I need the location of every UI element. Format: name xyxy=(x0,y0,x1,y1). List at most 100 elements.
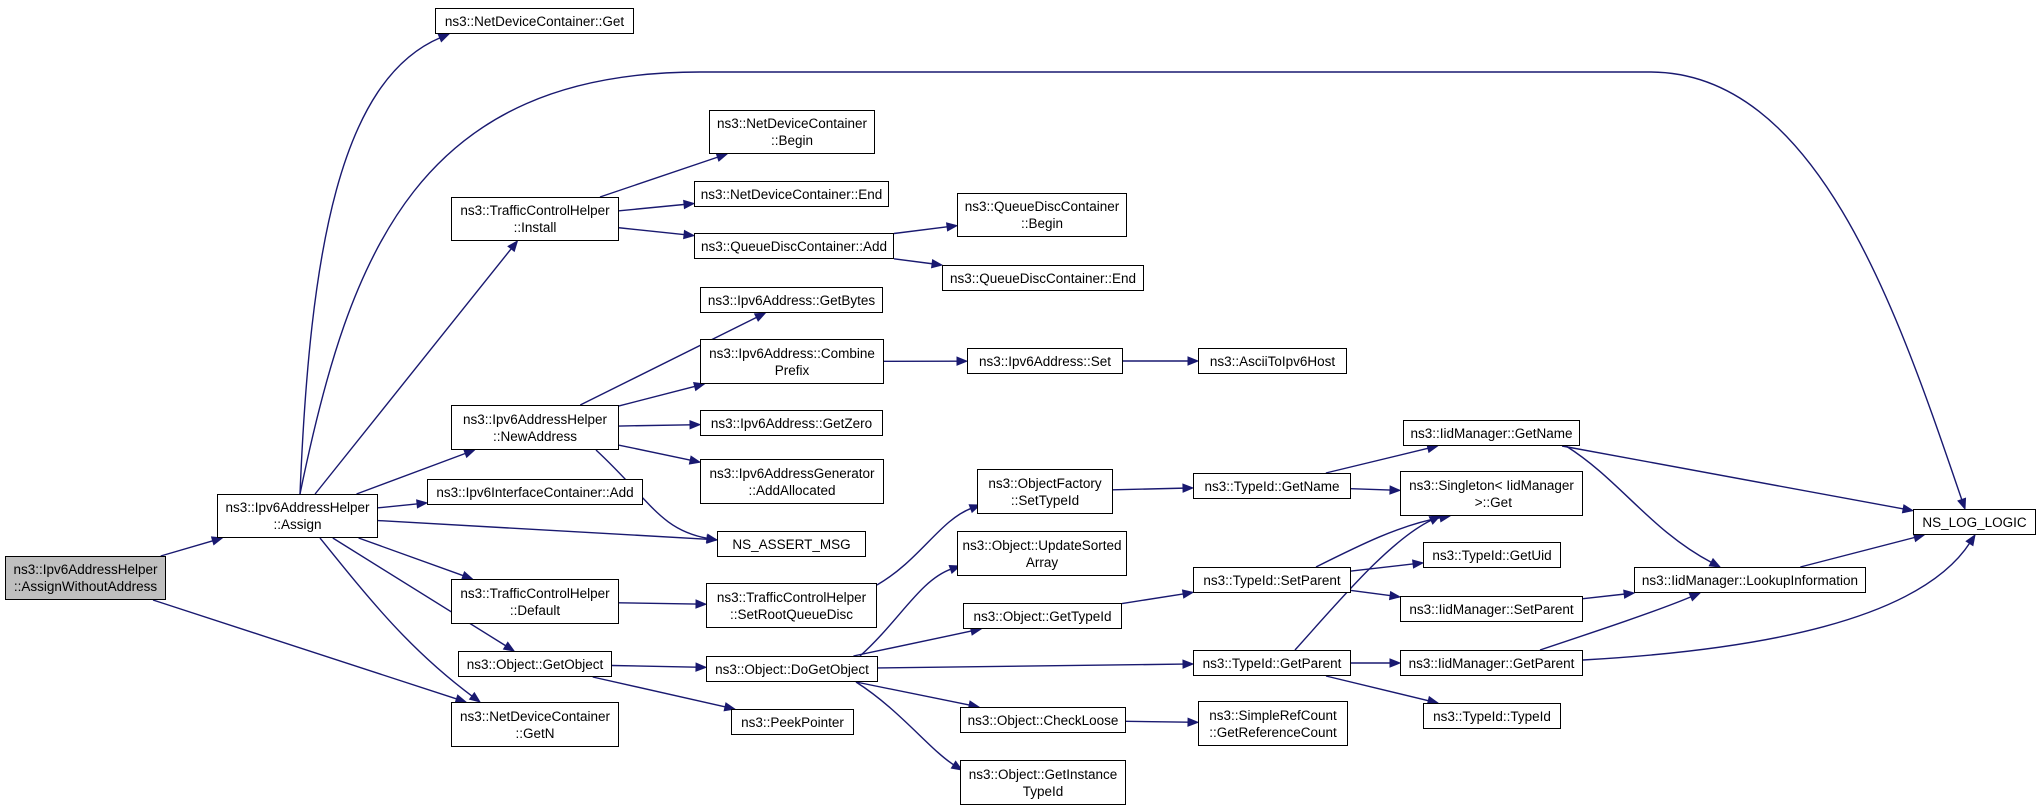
edge-arrowhead xyxy=(1389,658,1402,668)
node-typeid-getparent[interactable]: ns3::TypeId::GetParent xyxy=(1193,650,1351,676)
edge-line xyxy=(876,507,972,586)
node-ipv6addr-getzero[interactable]: ns3::Ipv6Address::GetZero xyxy=(700,410,883,436)
node-typeid-setparent[interactable]: ns3::TypeId::SetParent xyxy=(1193,567,1351,593)
edge-assign-to-ns-log-logic xyxy=(299,71,1967,511)
edge-object-getobject-to-peekpointer xyxy=(592,676,737,712)
edge-iidmanager-getname-to-ns-log-logic xyxy=(1561,445,1915,514)
edge-assign-to-tch-install xyxy=(314,239,519,495)
node-object-getobject[interactable]: ns3::Object::GetObject xyxy=(458,651,612,677)
node-label-line: ns3::NetDeviceContainer::Get xyxy=(444,13,625,29)
edge-arrowhead xyxy=(1428,515,1442,525)
edge-arrowhead xyxy=(945,222,959,232)
node-tch-install[interactable]: ns3::TrafficControlHelper::Install xyxy=(451,197,619,241)
edge-line xyxy=(1325,447,1430,474)
node-label-line: ::AssignWithoutAddress xyxy=(13,579,158,594)
node-iidmanager-getparent[interactable]: ns3::IidManager::GetParent xyxy=(1400,650,1583,676)
node-label-line: ns3::IidManager::GetName xyxy=(1410,425,1573,441)
edge-arrowhead xyxy=(1957,497,1967,511)
edge-typeid-getparent-to-iidmanager-getparent xyxy=(1351,658,1402,668)
node-object-gettypeid[interactable]: ns3::Object::GetTypeId xyxy=(963,603,1122,629)
edge-line xyxy=(611,664,698,668)
edge-line xyxy=(152,599,458,700)
node-label-line: ns3::Ipv6AddressHelper xyxy=(462,411,608,427)
node-qdc-begin[interactable]: ns3::QueueDiscContainer::Begin xyxy=(957,193,1127,237)
node-ns-log-logic[interactable]: NS_LOG_LOGIC xyxy=(1913,509,2036,535)
edge-line xyxy=(599,156,719,198)
edge-arrowhead xyxy=(210,536,224,546)
edge-ipv6addr-combineprefix-to-ipv6addr-set xyxy=(883,356,969,366)
edge-line xyxy=(1582,542,1971,661)
node-label-line: ns3::SimpleRefCount xyxy=(1209,707,1337,723)
edge-object-dogetobject-to-object-checkloose xyxy=(855,681,981,710)
node-label-line: NS_ASSERT_MSG xyxy=(732,536,851,552)
node-label-line: ns3::Ipv6Address::GetZero xyxy=(710,415,873,431)
node-qdc-end[interactable]: ns3::QueueDiscContainer::End xyxy=(942,265,1144,291)
node-label-line: Prefix xyxy=(774,362,810,378)
edge-iidmanager-getname-to-iidmanager-lookupinformation xyxy=(1565,445,1722,568)
edge-assign-to-tch-default xyxy=(358,537,474,580)
node-object-checkloose[interactable]: ns3::Object::CheckLoose xyxy=(960,707,1126,733)
edge-arrowhead xyxy=(1187,717,1200,727)
node-ndc-end[interactable]: ns3::NetDeviceContainer::End xyxy=(694,181,889,207)
node-peekpointer[interactable]: ns3::PeekPointer xyxy=(731,709,854,735)
node-iidmanager-setparent[interactable]: ns3::IidManager::SetParent xyxy=(1400,596,1583,622)
edge-arrowhead xyxy=(956,356,969,366)
node-assign[interactable]: ns3::Ipv6AddressHelper::Assign xyxy=(217,494,378,538)
edge-assign-without-address-to-assign xyxy=(160,536,224,557)
edge-line xyxy=(595,449,709,540)
edge-arrowhead xyxy=(468,691,482,703)
node-label-line: ::SetTypeId xyxy=(1010,492,1080,508)
edge-line xyxy=(877,663,1185,669)
node-label-line: ns3::TypeId::GetUid xyxy=(1432,547,1552,563)
node-simplerefcount-getreferencecount[interactable]: ns3::SimpleRefCount::GetReferenceCount xyxy=(1198,701,1348,746)
edge-arrowhead xyxy=(705,533,719,543)
edge-tch-install-to-qdc-add xyxy=(618,227,696,240)
node-label-line: ns3::IidManager::GetParent xyxy=(1408,655,1575,671)
node-asciitoipv6host[interactable]: ns3::AsciiToIpv6Host xyxy=(1198,348,1347,374)
node-singleton-get[interactable]: ns3::Singleton< IidManager >::Get xyxy=(1400,471,1583,516)
node-iidmanager-lookupinformation[interactable]: ns3::IidManager::LookupInformation xyxy=(1634,567,1866,593)
node-ndc-begin[interactable]: ns3::NetDeviceContainer::Begin xyxy=(709,110,875,154)
node-ipv6ifc-add[interactable]: ns3::Ipv6InterfaceContainer::Add xyxy=(427,479,643,505)
edge-line xyxy=(1350,563,1415,572)
node-ns-assert-msg[interactable]: NS_ASSERT_MSG xyxy=(717,531,866,557)
node-ipv6addr-set[interactable]: ns3::Ipv6Address::Set xyxy=(967,348,1123,374)
node-object-dogetobject[interactable]: ns3::Object::DoGetObject xyxy=(706,656,878,682)
edge-arrowhead xyxy=(1181,589,1195,599)
node-label-line: ns3::TypeId::TypeId xyxy=(1433,708,1551,724)
node-tch-default[interactable]: ns3::TrafficControlHelper::Default xyxy=(451,579,619,624)
node-label-line: ns3::Singleton< IidManager xyxy=(1409,477,1574,493)
node-typeid-getname[interactable]: ns3::TypeId::GetName xyxy=(1193,473,1351,499)
node-netdevicecontainer-get[interactable]: ns3::NetDeviceContainer::Get xyxy=(435,8,634,34)
node-ndc-getn[interactable]: ns3::NetDeviceContainer::GetN xyxy=(451,702,619,747)
node-qdc-add[interactable]: ns3::QueueDiscContainer::Add xyxy=(694,233,894,259)
edge-line xyxy=(1294,519,1433,651)
node-label-line: ::GetN xyxy=(515,725,555,741)
node-tch-setrootqueuedisc[interactable]: ns3::TrafficControlHelper::SetRootQueueD… xyxy=(706,583,877,628)
node-label-line: ns3::QueueDiscContainer::End xyxy=(949,270,1137,286)
node-label-line: ::Install xyxy=(513,220,557,235)
node-label-line: ::Default xyxy=(509,602,561,618)
edge-line xyxy=(855,681,955,766)
edge-newaddress-to-addrgen-addallocated xyxy=(618,444,702,465)
node-typeid-getuid[interactable]: ns3::TypeId::GetUid xyxy=(1423,542,1561,568)
edge-line xyxy=(1561,445,1905,510)
node-label-line: ns3::TrafficControlHelper xyxy=(460,585,610,601)
node-label-line: ns3::QueueDiscContainer xyxy=(964,199,1120,214)
node-ipv6addr-getbytes[interactable]: ns3::Ipv6Address::GetBytes xyxy=(700,287,883,313)
node-iidmanager-getname[interactable]: ns3::IidManager::GetName xyxy=(1403,420,1580,446)
edge-typeid-getparent-to-singleton-get xyxy=(1294,515,1442,651)
edge-arrowhead xyxy=(1187,356,1200,366)
edge-typeid-getname-to-singleton-get xyxy=(1350,485,1402,495)
edge-line xyxy=(319,537,474,698)
edge-tch-default-to-tch-setrootqueuedisc xyxy=(618,599,708,609)
node-addrgen-addallocated[interactable]: ns3::Ipv6AddressGenerator::AddAllocated xyxy=(700,459,884,504)
edge-line xyxy=(160,539,214,557)
node-typeid-typeid[interactable]: ns3::TypeId::TypeId xyxy=(1423,703,1561,729)
node-objfactory-settypeid[interactable]: ns3::ObjectFactory::SetTypeId xyxy=(977,469,1113,514)
node-newaddress[interactable]: ns3::Ipv6AddressHelper::NewAddress xyxy=(451,405,619,450)
